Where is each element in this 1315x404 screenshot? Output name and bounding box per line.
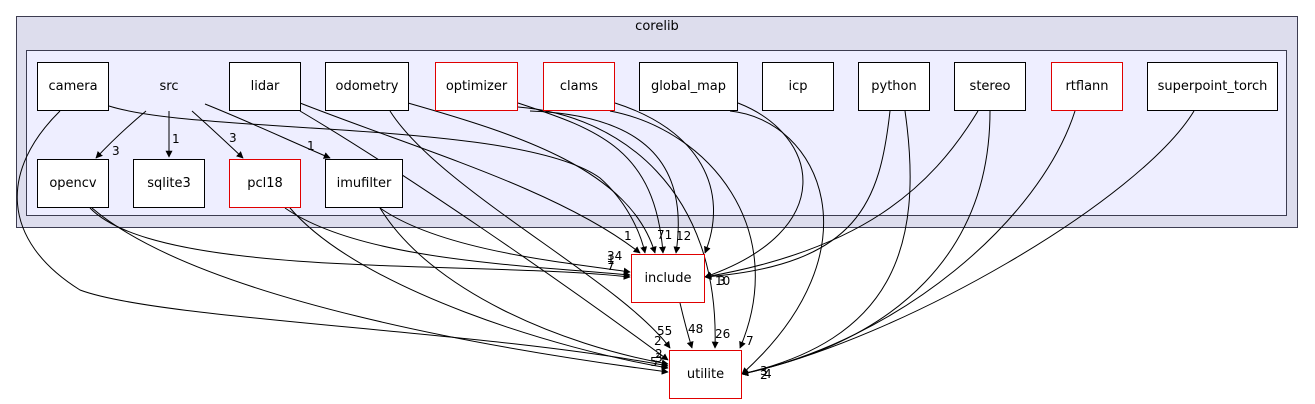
node-label: odometry — [335, 79, 399, 94]
node-label: clams — [559, 79, 599, 94]
edge-src-imufilter — [204, 103, 331, 159]
edge-odometry-include — [407, 102, 657, 254]
edge-odometry-utilite — [389, 110, 671, 349]
edge-label-opencv-include: 7 — [607, 259, 615, 273]
node-stereo[interactable]: stereo — [954, 62, 1026, 111]
node-label: lidar — [250, 79, 280, 94]
node-label: rtflann — [1065, 79, 1109, 94]
node-camera[interactable]: camera — [37, 62, 109, 111]
edge-label-imufilter-utilite: 3 — [655, 351, 663, 365]
edge-opencv-utilite — [91, 207, 669, 375]
edge-clams-include — [529, 110, 681, 254]
node-icp[interactable]: icp — [762, 62, 834, 111]
node-label: optimizer — [445, 79, 508, 94]
cluster-corelib-label: corelib — [635, 19, 679, 34]
node-imufilter[interactable]: imufilter — [325, 159, 403, 208]
edge-label-python-utilite: 2 — [760, 368, 768, 382]
edge-label-pcl18-include: 1 — [607, 253, 615, 267]
node-label: src — [159, 79, 179, 94]
node-label: stereo — [969, 79, 1011, 94]
node-python[interactable]: python — [858, 62, 930, 111]
edge-label-optimizer-utilite: 26 — [715, 327, 730, 341]
edge-label-src-pcl18: 3 — [229, 131, 237, 145]
edge-include-utilite — [679, 302, 694, 349]
node-sqlite3[interactable]: sqlite3 — [133, 159, 205, 208]
node-label: camera — [48, 79, 98, 94]
node-utilite[interactable]: utilite — [669, 350, 742, 399]
node-label: sqlite3 — [147, 176, 191, 191]
edge-label-odometry-utilite: 55 — [657, 324, 672, 338]
edge-stereo-include — [704, 110, 979, 280]
edge-superpoint-utilite — [741, 110, 1195, 377]
edge-python-include — [704, 110, 891, 281]
edge-camera-utilite — [16, 110, 669, 369]
edge-pcl18-utilite — [289, 207, 669, 371]
edge-label-clams-utilite: 7 — [746, 334, 754, 348]
edge-label-clams-include: 12 — [676, 229, 691, 243]
node-label: global_map — [650, 79, 727, 94]
edge-src-opencv — [95, 110, 147, 159]
node-include[interactable]: include — [631, 254, 705, 303]
edge-label-superpoint-utilite: 3 — [760, 364, 768, 378]
edge-label-src-sqlite3: 1 — [172, 132, 180, 146]
edge-opencv-include — [89, 207, 631, 280]
edge-globalmap-include — [704, 102, 804, 279]
edge-label-python-include: 10 — [715, 274, 730, 288]
edge-globalmap-utilite — [729, 110, 825, 375]
node-label: utilite — [686, 367, 725, 382]
edge-camera-include — [108, 105, 648, 254]
node-optimizer[interactable]: optimizer — [435, 62, 518, 111]
edge-label-include-utilite: 48 — [688, 322, 703, 336]
node-pcl18[interactable]: pcl18 — [229, 159, 301, 208]
node-label: include — [644, 271, 692, 286]
edge-label-camera-utilite: 2 — [654, 334, 662, 348]
edge-rtflann-utilite — [741, 110, 1076, 377]
edge-label-stereo-utilite: 4 — [764, 367, 772, 381]
edge-src-pcl18 — [191, 110, 244, 159]
edge-optimizer-include — [517, 102, 666, 254]
edge-optimizer-utilite — [517, 106, 719, 349]
edge-label-stereo-include: 3 — [718, 274, 726, 288]
node-opencv[interactable]: opencv — [37, 159, 109, 208]
edge-python-utilite — [741, 110, 911, 376]
edge-label-src-imufilter: 1 — [307, 139, 315, 153]
node-label: opencv — [49, 176, 97, 191]
node-label: superpoint_torch — [1157, 79, 1268, 94]
edge-label-lidar-include: 1 — [624, 229, 632, 243]
edge-imufilter-include — [379, 207, 631, 275]
edge-label-pcl18-utilite: 2 — [655, 347, 663, 361]
node-superpoint-torch[interactable]: superpoint_torch — [1147, 62, 1278, 111]
edge-imufilter-utilite — [379, 207, 669, 367]
edge-lidar-utilite — [299, 110, 669, 361]
edge-clams2-include — [614, 102, 714, 254]
node-src[interactable]: src — [133, 62, 205, 111]
edge-lidar-include — [299, 102, 641, 254]
edge-label-opencv-utilite: 5 — [650, 355, 658, 369]
node-label: pcl18 — [247, 176, 283, 191]
edge-clams-utilite — [609, 110, 756, 349]
node-odometry[interactable]: odometry — [325, 62, 409, 111]
edge-label-src-opencv: 3 — [112, 144, 120, 158]
node-clams[interactable]: clams — [543, 62, 615, 111]
node-global-map[interactable]: global_map — [639, 62, 738, 111]
edge-label-optimizer-include: 71 — [657, 228, 672, 242]
node-label: imufilter — [336, 176, 392, 191]
node-rtflann[interactable]: rtflann — [1051, 62, 1123, 111]
edge-pcl18-include — [284, 207, 631, 278]
node-label: python — [871, 79, 917, 94]
edge-label-imufilter-include: 34 — [607, 249, 622, 263]
node-label: icp — [788, 79, 808, 94]
node-lidar[interactable]: lidar — [229, 62, 301, 111]
